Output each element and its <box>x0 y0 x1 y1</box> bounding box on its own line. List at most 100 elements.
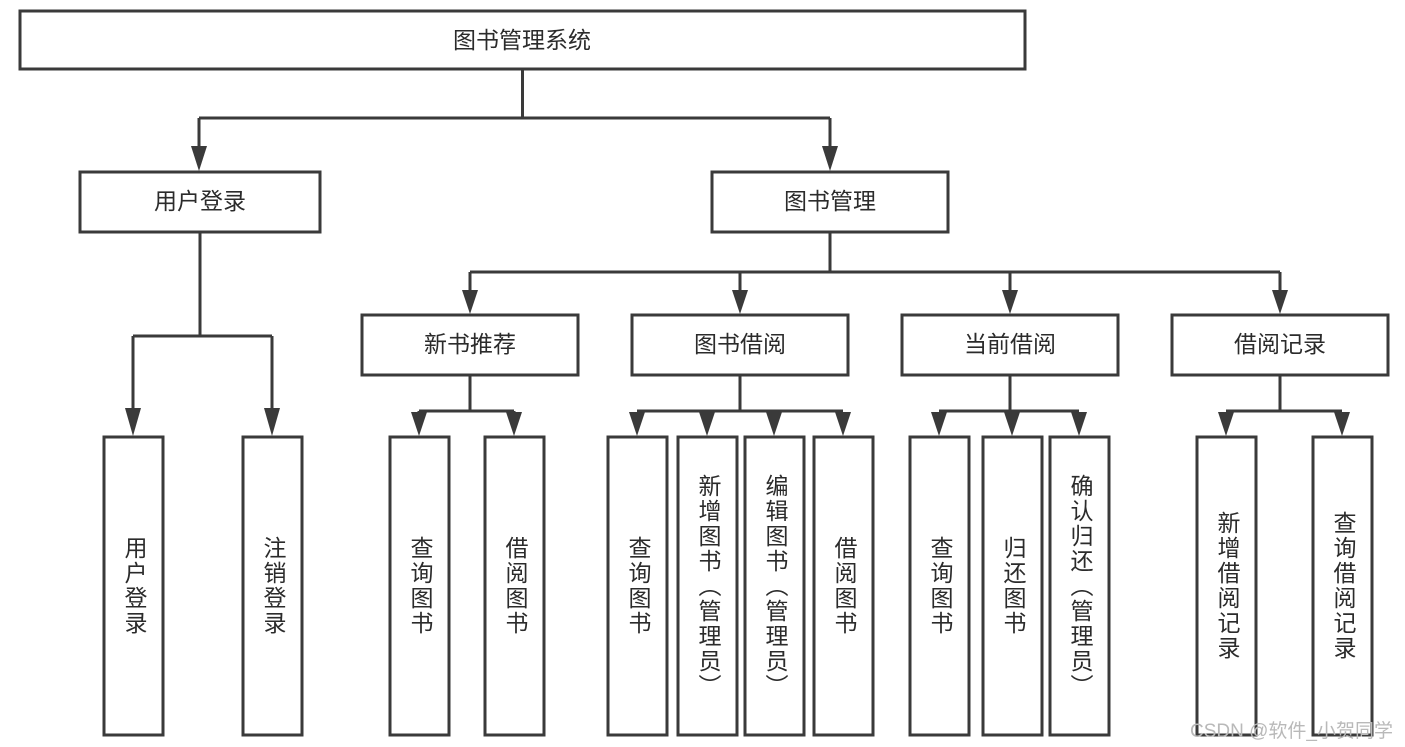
vertical-label-wrap: 归还图书 <box>983 437 1042 735</box>
connectors-borrow-to-leaves <box>629 375 851 436</box>
arrowhead-leaf-user-login <box>125 408 141 436</box>
node-leaf-query-borrow-record-label: 查询借阅记录 <box>1330 511 1356 661</box>
node-current-borrow-label: 当前借阅 <box>964 331 1056 357</box>
node-user-login-label: 用户登录 <box>154 188 246 214</box>
node-book-borrow-box[interactable] <box>630 313 850 377</box>
arrowhead-leaf-add-borrow-record <box>1218 412 1234 436</box>
node-leaf-borrow-book-recommend-box[interactable] <box>483 435 546 737</box>
node-book-management-box[interactable] <box>710 170 950 234</box>
arrowhead-new-book-recommend <box>462 290 478 314</box>
vertical-label-wrap: 借阅图书 <box>485 437 544 735</box>
arrowhead-leaf-query-book-borrow <box>629 412 645 436</box>
node-root-box[interactable] <box>18 9 1027 71</box>
node-leaf-add-book-admin-box[interactable] <box>676 435 739 737</box>
arrowhead-leaf-query-book-current <box>931 412 947 436</box>
node-book-borrow-label: 图书借阅 <box>694 331 786 357</box>
node-current-borrow-box[interactable] <box>900 313 1120 377</box>
node-new-book-recommend-box[interactable] <box>360 313 580 377</box>
vertical-label-wrap: 查询图书 <box>608 437 667 735</box>
node-new-book-recommend-label: 新书推荐 <box>424 331 516 357</box>
node-leaf-return-book[interactable]: 归还图书 <box>983 437 1042 735</box>
vertical-label-wrap: 用户登录 <box>104 437 163 735</box>
arrowhead-leaf-borrow-book-recommend <box>506 412 522 436</box>
node-leaf-edit-book-admin-label: 编辑图书（管理员） <box>762 473 788 699</box>
node-leaf-confirm-return-admin-label: 确认归还（管理员） <box>1067 473 1093 699</box>
vertical-label-wrap: 查询图书 <box>390 437 449 735</box>
node-user-login[interactable]: 用户登录 <box>78 170 322 234</box>
vertical-label-wrap: 编辑图书（管理员） <box>745 437 804 735</box>
vertical-label-wrap: 新增图书（管理员） <box>678 437 737 735</box>
node-leaf-query-book-borrow-box[interactable] <box>606 435 669 737</box>
node-leaf-user-login[interactable]: 用户登录 <box>104 437 163 735</box>
arrowhead-user-login <box>191 146 207 171</box>
connectors-root-to-level2 <box>191 69 838 171</box>
connectors-book-management-to-level3 <box>462 232 1288 314</box>
node-new-book-recommend[interactable]: 新书推荐 <box>360 313 580 377</box>
arrowhead-leaf-query-borrow-record <box>1334 412 1350 436</box>
connectors-record-to-leaves <box>1218 375 1350 436</box>
vertical-label-wrap: 查询图书 <box>910 437 969 735</box>
node-leaf-query-book-recommend[interactable]: 查询图书 <box>390 437 449 735</box>
node-borrow-record-label: 借阅记录 <box>1234 331 1326 357</box>
vertical-label-wrap: 借阅图书 <box>814 437 873 735</box>
arrowhead-leaf-query-book-recommend <box>411 412 427 436</box>
connectors-recommend-to-leaves <box>411 375 522 436</box>
node-leaf-logout-login-box[interactable] <box>241 435 304 737</box>
connectors-user-login-to-leaves <box>125 232 280 436</box>
node-leaf-confirm-return-admin[interactable]: 确认归还（管理员） <box>1050 437 1109 735</box>
node-leaf-query-book-current-box[interactable] <box>908 435 971 737</box>
node-borrow-record[interactable]: 借阅记录 <box>1170 313 1390 377</box>
node-book-management[interactable]: 图书管理 <box>710 170 950 234</box>
node-root-label: 图书管理系统 <box>453 27 591 53</box>
node-leaf-add-book-admin-label: 新增图书（管理员） <box>695 473 721 699</box>
node-leaf-add-borrow-record[interactable]: 新增借阅记录 <box>1197 437 1256 735</box>
node-leaf-logout-login[interactable]: 注销登录 <box>243 437 302 735</box>
node-leaf-query-borrow-record[interactable]: 查询借阅记录 <box>1313 437 1372 735</box>
node-leaf-borrow-book-recommend-label: 借阅图书 <box>502 536 528 636</box>
vertical-label-wrap: 注销登录 <box>243 437 302 735</box>
node-leaf-query-borrow-record-box[interactable] <box>1311 435 1374 737</box>
arrowhead-current-borrow <box>1002 290 1018 314</box>
node-root[interactable]: 图书管理系统 <box>18 9 1027 71</box>
arrowhead-leaf-return-book <box>1004 412 1020 436</box>
node-leaf-add-borrow-record-label: 新增借阅记录 <box>1214 511 1240 661</box>
node-leaf-query-book-current-label: 查询图书 <box>927 536 953 636</box>
arrowhead-borrow-record <box>1272 290 1288 314</box>
node-leaf-borrow-book-label: 借阅图书 <box>831 536 857 636</box>
node-leaf-return-book-label: 归还图书 <box>1000 536 1026 636</box>
arrowhead-leaf-confirm-return-admin <box>1071 412 1087 436</box>
node-leaf-query-book-borrow[interactable]: 查询图书 <box>608 437 667 735</box>
node-user-login-box[interactable] <box>78 170 322 234</box>
node-book-borrow[interactable]: 图书借阅 <box>630 313 850 377</box>
vertical-label-wrap: 查询借阅记录 <box>1313 437 1372 735</box>
node-leaf-borrow-book-recommend[interactable]: 借阅图书 <box>485 437 544 735</box>
node-leaf-user-login-label: 用户登录 <box>121 536 147 636</box>
node-leaf-borrow-book[interactable]: 借阅图书 <box>814 437 873 735</box>
node-leaf-logout-login-label: 注销登录 <box>260 536 286 636</box>
connectors-current-to-leaves <box>931 375 1087 436</box>
node-leaf-user-login-box[interactable] <box>102 435 165 737</box>
arrowhead-leaf-edit-book-admin <box>766 412 782 436</box>
leaf-boxes <box>102 435 1374 737</box>
node-leaf-borrow-book-box[interactable] <box>812 435 875 737</box>
node-leaf-add-book-admin[interactable]: 新增图书（管理员） <box>678 437 737 735</box>
arrowhead-leaf-add-book-admin <box>699 412 715 436</box>
node-leaf-edit-book-admin[interactable]: 编辑图书（管理员） <box>745 437 804 735</box>
node-leaf-query-book-recommend-box[interactable] <box>388 435 451 737</box>
arrowhead-leaf-logout-login <box>264 408 280 436</box>
node-leaf-return-book-box[interactable] <box>981 435 1044 737</box>
node-borrow-record-box[interactable] <box>1170 313 1390 377</box>
node-leaf-edit-book-admin-box[interactable] <box>743 435 806 737</box>
node-book-management-label: 图书管理 <box>784 188 876 214</box>
node-current-borrow[interactable]: 当前借阅 <box>900 313 1120 377</box>
node-leaf-confirm-return-admin-box[interactable] <box>1048 435 1111 737</box>
node-leaf-query-book-current[interactable]: 查询图书 <box>910 437 969 735</box>
arrowhead-leaf-borrow-book <box>835 412 851 436</box>
arrowhead-book-borrow <box>732 290 748 314</box>
vertical-label-wrap: 新增借阅记录 <box>1197 437 1256 735</box>
arrowhead-book-management <box>822 146 838 171</box>
node-leaf-query-book-borrow-label: 查询图书 <box>625 536 651 636</box>
node-leaf-add-borrow-record-box[interactable] <box>1195 435 1258 737</box>
